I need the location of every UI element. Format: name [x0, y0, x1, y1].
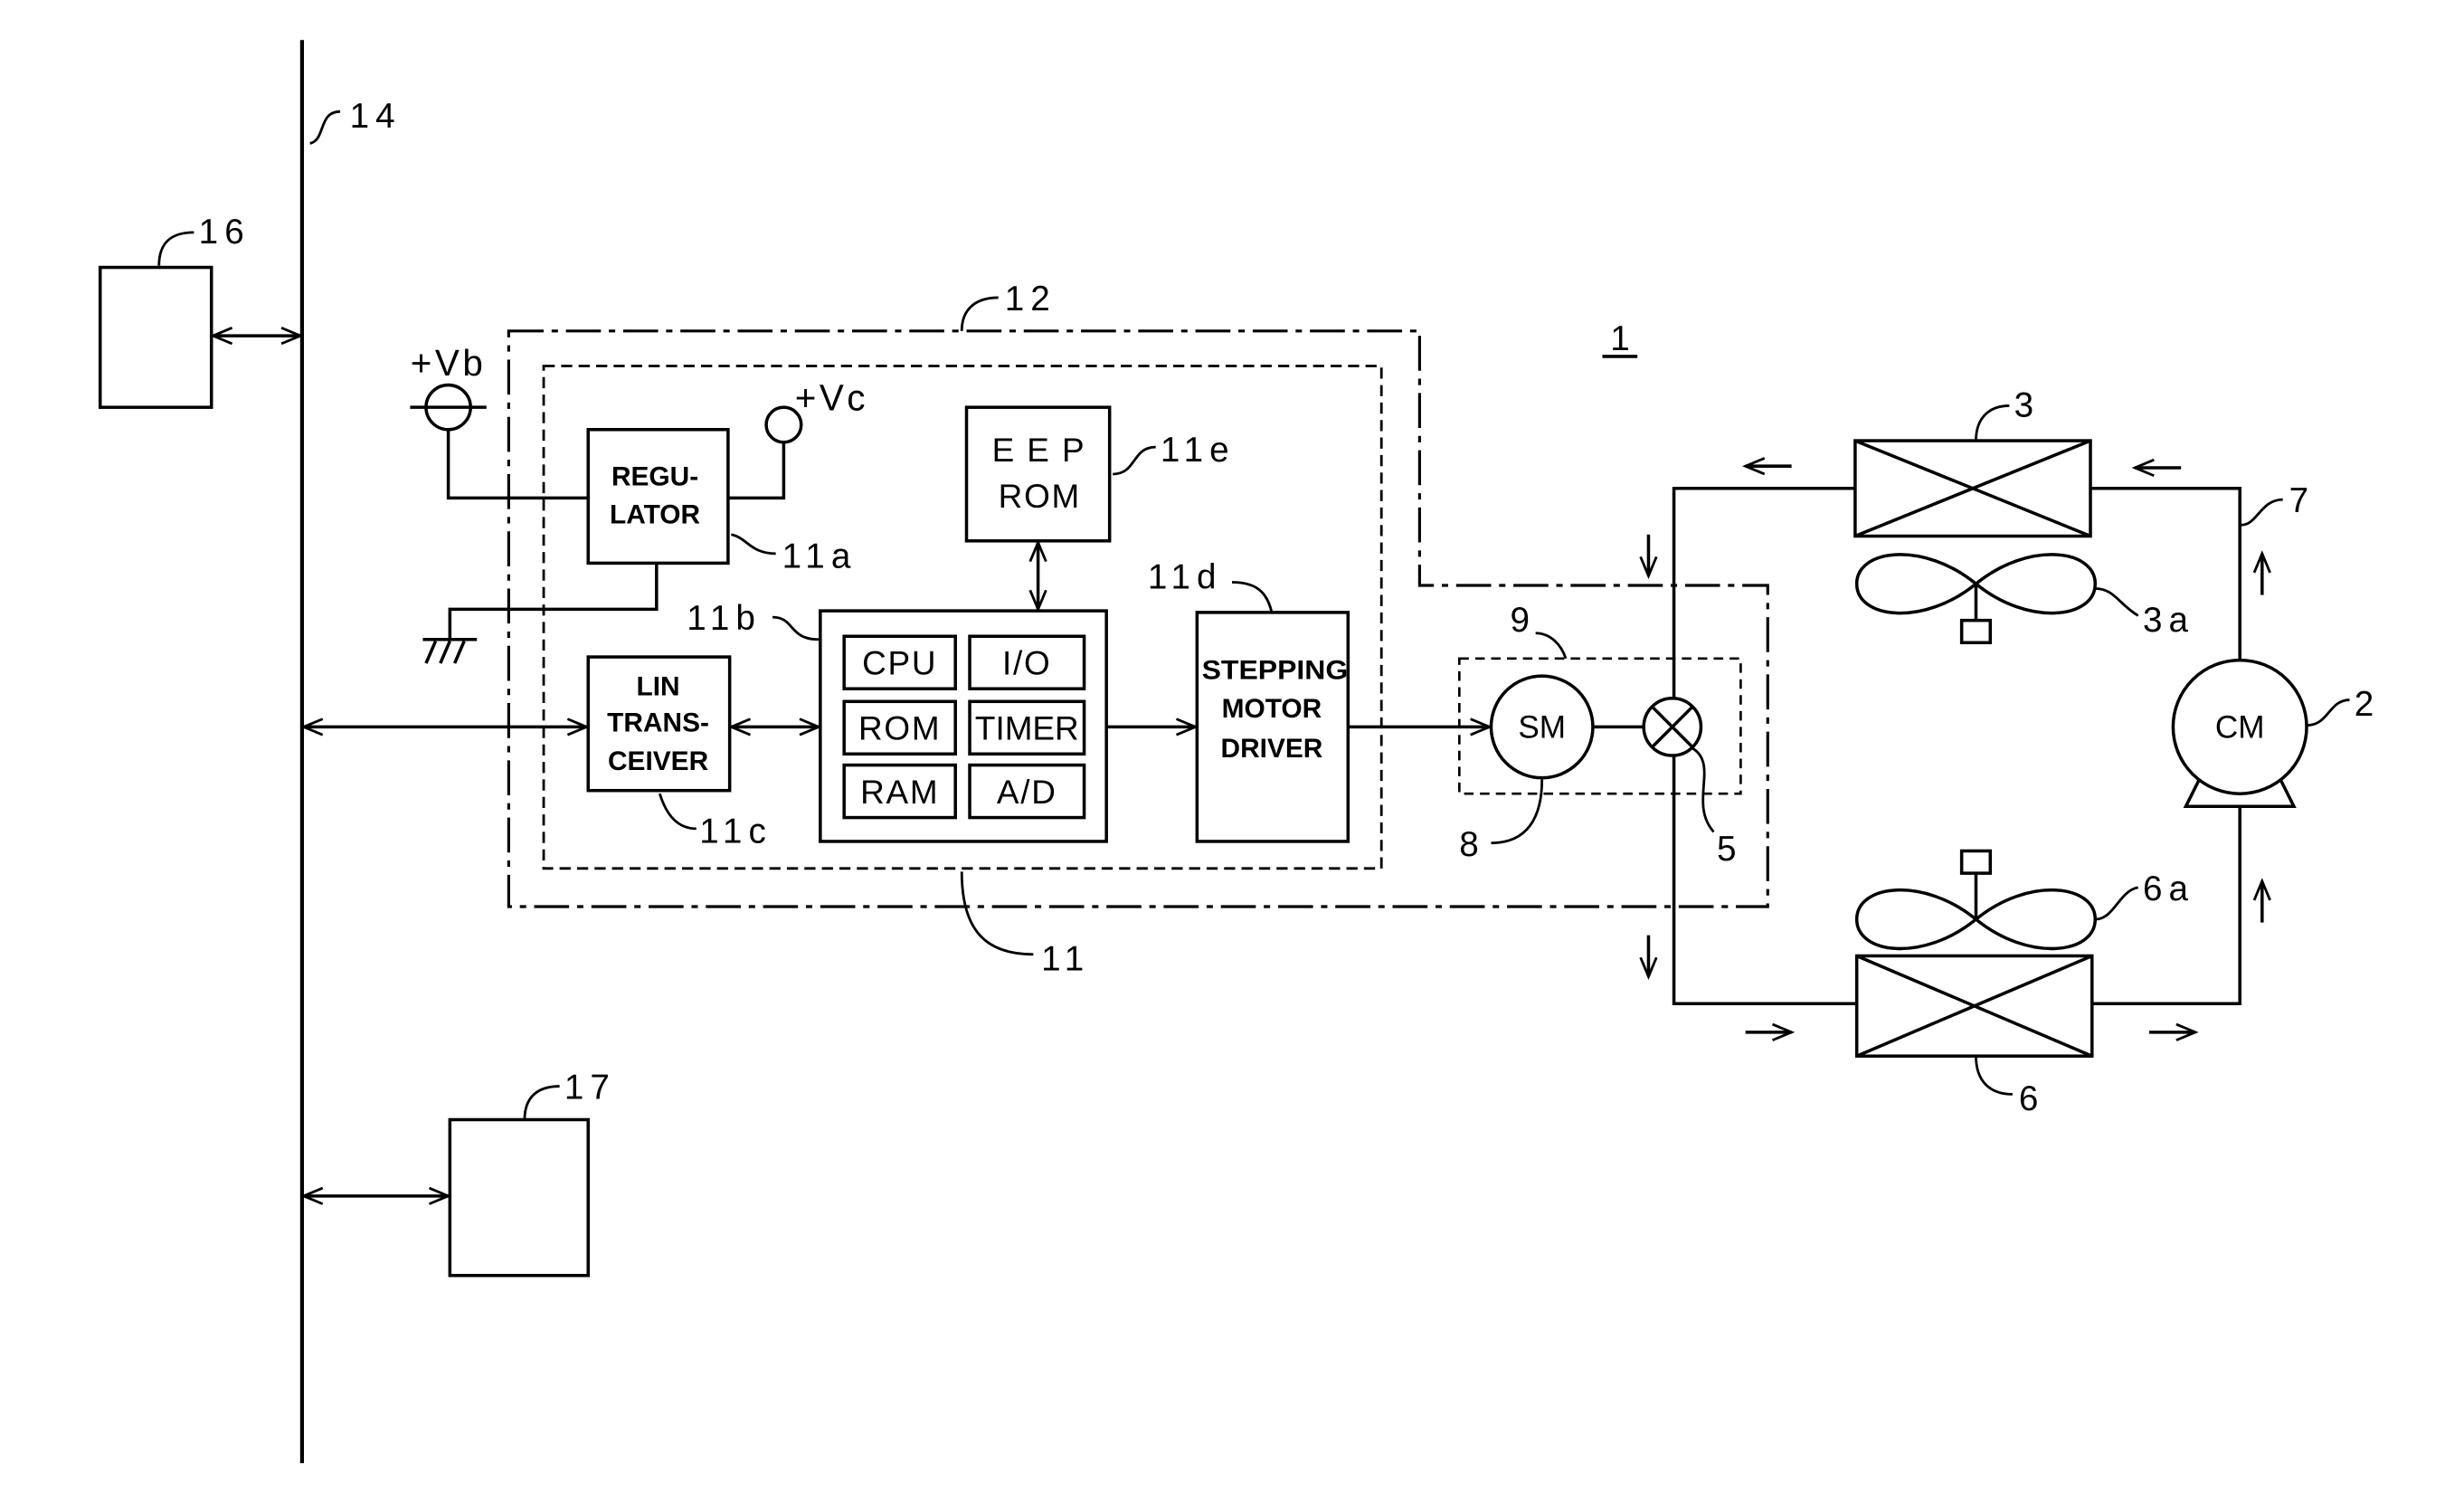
- compressor-leader: [2307, 700, 2349, 726]
- driver-label: 11d: [1148, 558, 1223, 597]
- condenser-label: 3: [2014, 386, 2041, 425]
- eeprom-leader: [1113, 447, 1155, 474]
- eeprom-text-1: EEP: [992, 432, 1097, 469]
- ground-icon: [422, 640, 477, 663]
- condenser-fan-leader: [2095, 589, 2137, 616]
- regulator-label: 11a: [782, 537, 858, 576]
- eeprom-box: [967, 407, 1110, 541]
- evaporator-label: 6: [2019, 1079, 2045, 1118]
- pipe-leader: [2241, 499, 2283, 525]
- pipe-lower: [1674, 756, 1857, 1003]
- evaporator-fan-leader: [2095, 888, 2137, 919]
- ram-text: RAM: [860, 774, 939, 811]
- microcomputer-leader: [772, 617, 819, 640]
- stepping-motor-leader: [1491, 779, 1541, 842]
- driver-leader: [1232, 582, 1272, 612]
- expansion-valve-leader: [1692, 747, 1714, 832]
- driver-box: [1197, 613, 1348, 841]
- actuator-unit-leader: [962, 298, 998, 331]
- evaporator-fan-label: 6a: [2143, 870, 2194, 908]
- evaporator-icon: [1857, 955, 2092, 1056]
- lin-text-3: CEIVER: [608, 746, 708, 776]
- driver-text-2: MOTOR: [1222, 694, 1322, 724]
- control-unit-label: 11: [1041, 939, 1090, 978]
- lin-text-2: TRANS-: [607, 708, 709, 738]
- condenser-leader: [1976, 405, 2009, 441]
- stepping-motor-text: SM: [1518, 710, 1566, 746]
- io-text: I/O: [1002, 644, 1051, 681]
- pipe-upper: [1674, 489, 1855, 698]
- ecu-17-label: 17: [564, 1069, 616, 1107]
- pipe-label: 7: [2289, 481, 2316, 520]
- ecu-16-leader: [159, 233, 194, 266]
- lin-label: 11c: [699, 813, 772, 851]
- system-label: 1: [1610, 319, 1636, 358]
- condenser-icon: [1855, 441, 2090, 536]
- cpu-text: CPU: [862, 644, 937, 681]
- timer-text: TIMER: [975, 709, 1079, 746]
- control-unit-leader: [962, 871, 1033, 954]
- rom-text: ROM: [858, 709, 941, 746]
- ecu-box-16: [100, 268, 212, 408]
- driver-text-3: DRIVER: [1221, 734, 1323, 764]
- condenser-fan-icon: [1857, 555, 2096, 642]
- actuator-unit-label: 12: [1005, 280, 1057, 318]
- eeprom-text-2: ROM: [999, 478, 1081, 515]
- ecu-box-17: [450, 1119, 588, 1275]
- compressor-label: 2: [2355, 685, 2381, 724]
- valve-unit-label: 9: [1511, 601, 1537, 640]
- driver-text-1: STEPPING: [1202, 656, 1349, 686]
- ecu-16-label: 16: [199, 213, 251, 252]
- regulator-leader: [731, 535, 775, 554]
- regulator-box: [588, 430, 728, 564]
- microcomputer-label: 11b: [687, 599, 762, 638]
- eeprom-label: 11e: [1161, 431, 1236, 470]
- expansion-valve-label: 5: [1717, 830, 1743, 869]
- stepping-motor-label: 8: [1459, 825, 1485, 864]
- ad-text: A/D: [997, 774, 1057, 811]
- vc-wire: [728, 442, 784, 499]
- lin-text-1: LIN: [637, 671, 680, 701]
- vb-wire: [449, 430, 589, 499]
- bus-label-leader: [310, 111, 340, 143]
- vb-label: +Vb: [411, 342, 487, 384]
- ecu-17-leader: [525, 1087, 560, 1120]
- bus-label: 14: [350, 97, 402, 136]
- regulator-text-2: LATOR: [610, 499, 700, 529]
- lin-leader: [659, 794, 696, 829]
- evaporator-leader: [1976, 1056, 2012, 1094]
- compressor-text: CM: [2215, 710, 2265, 746]
- valve-unit-leader: [1536, 633, 1566, 659]
- evaporator-fan-icon: [1857, 851, 2096, 948]
- vc-label: +Vc: [795, 377, 868, 419]
- ground-wire: [450, 563, 656, 639]
- regulator-text-1: REGU-: [611, 461, 698, 491]
- condenser-fan-label: 3a: [2143, 601, 2194, 640]
